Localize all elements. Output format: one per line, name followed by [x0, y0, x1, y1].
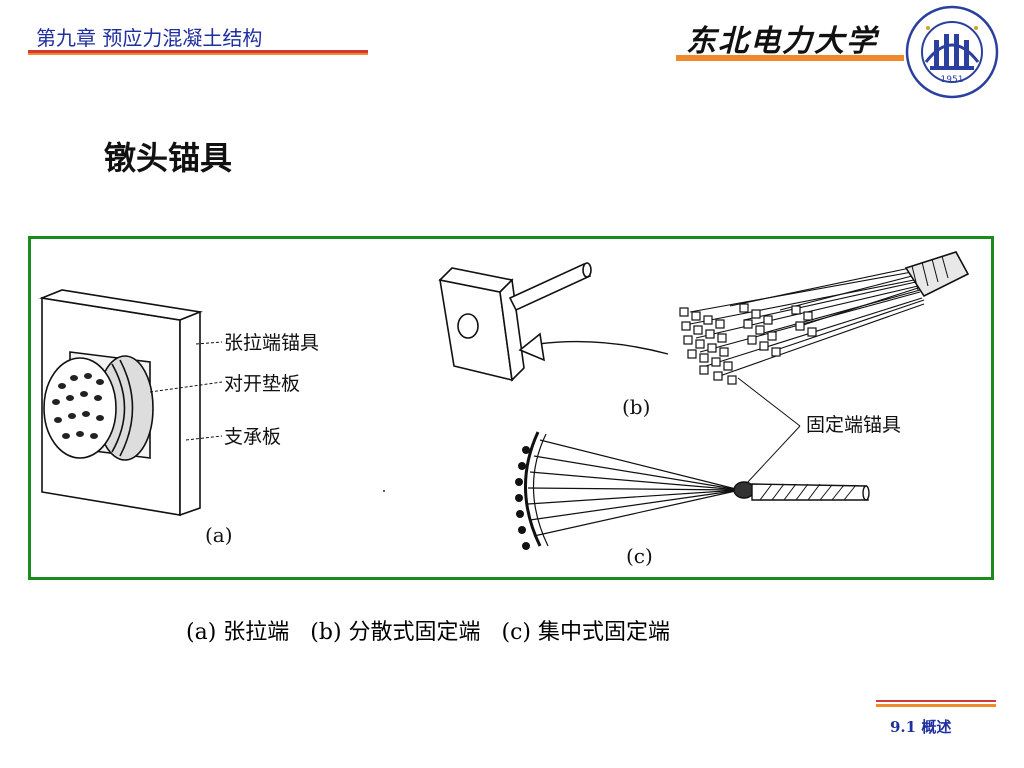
label-bearing-plate: 支承板 — [224, 426, 281, 448]
subfigure-a-label: (a) — [205, 523, 233, 547]
anchor-b-drawing — [438, 251, 970, 385]
logo-underline-bar — [676, 55, 904, 61]
subfigure-c-label: (c) — [626, 544, 653, 568]
chapter-title: 第九章 预应力混凝土结构 — [36, 26, 263, 50]
subfigure-b-label: (b) — [622, 395, 650, 419]
slide-title: 镦头锚具 — [104, 139, 233, 177]
label-split-plate: 对开垫板 — [224, 373, 300, 395]
caption-c: (c) 集中式固定端 — [501, 620, 671, 645]
figure-frame — [28, 236, 994, 580]
header-divider-red — [28, 50, 368, 53]
footer-section-label: 9.1 概述 — [890, 718, 952, 736]
emblem-year: 1951 — [941, 75, 964, 85]
label-tension-anchor: 张拉端锚具 — [224, 332, 319, 354]
anchor-a-drawing — [39, 289, 203, 517]
caption-b: (b) 分散式固定端 — [310, 620, 481, 645]
figure-caption: (a) 张拉端 (b) 分散式固定端 (c) 集中式固定端 — [186, 614, 684, 646]
caption-a: (a) 张拉端 — [186, 620, 290, 645]
school-name-logo: 东北电力大学 — [686, 24, 878, 59]
anchor-c-drawing — [515, 431, 870, 550]
footer-divider-red — [876, 700, 996, 702]
footer-divider-orange — [876, 704, 996, 707]
label-fixed-anchor: 固定端锚具 — [806, 414, 901, 436]
header-divider-orange — [28, 53, 368, 55]
university-emblem-icon: 1951 — [905, 5, 999, 99]
